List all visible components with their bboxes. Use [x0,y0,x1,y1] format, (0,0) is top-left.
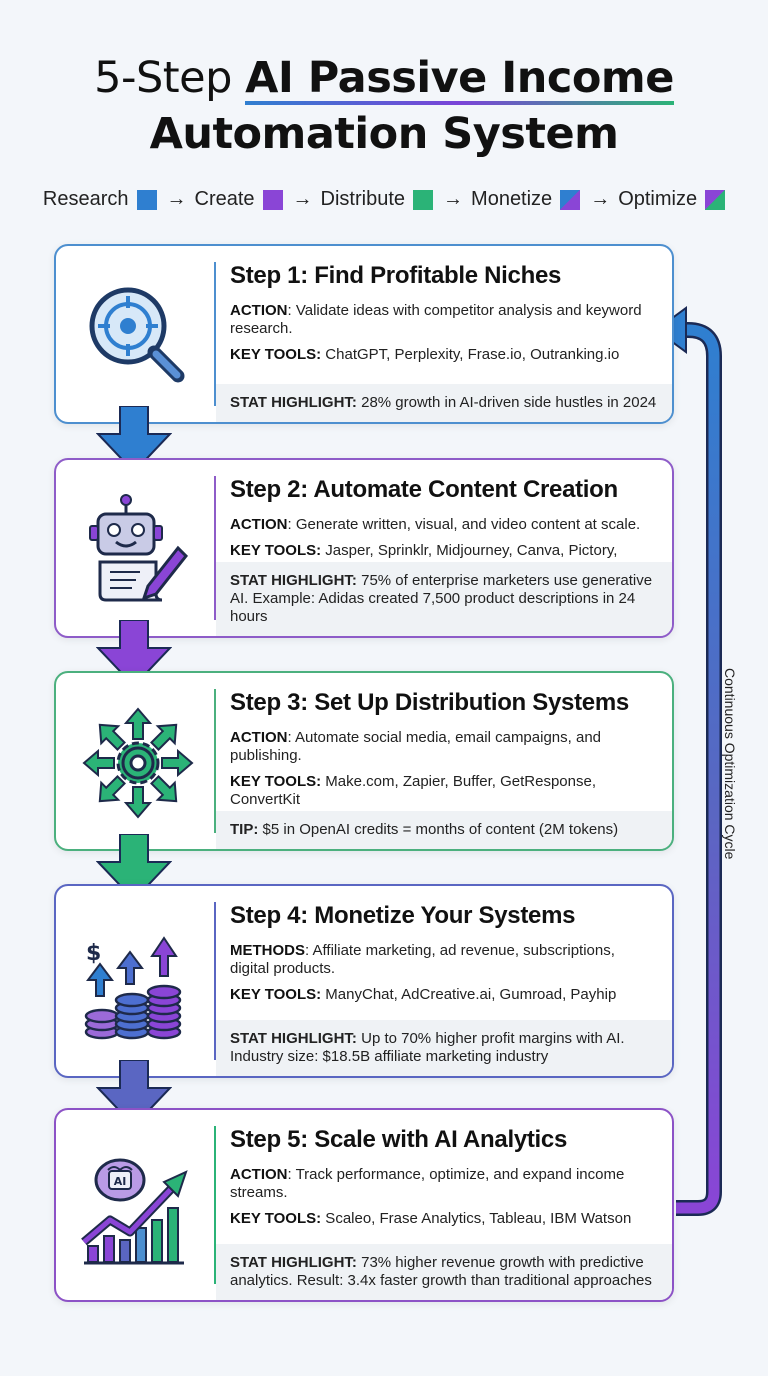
step-action: ACTION: Automate social media, email cam… [230,729,601,764]
down-arrow-1 [96,406,172,474]
step-action: ACTION: Track performance, optimize, and… [230,1166,625,1201]
card-divider [214,902,216,1060]
legend-monetize: Monetize [471,188,581,211]
legend-research: Research [43,188,157,211]
step-card-1: Step 1: Find Profitable Niches ACTION: V… [54,244,674,424]
cycle-label: Continuous Optimization Cycle [722,668,738,860]
step-stat-highlight: STAT HIGHLIGHT: Up to 70% higher profit … [216,1020,672,1076]
step-title: Step 3: Set Up Distribution Systems [230,689,629,716]
legend-distribute: Distribute [320,188,434,211]
down-arrow-2 [96,620,172,688]
legend-label: Monetize [471,188,553,210]
legend-swatch [262,189,283,210]
magnifier-target-icon [89,287,185,383]
step-card-5: AI Step 5: Scale with AI Analytics ACTIO… [54,1108,674,1302]
step-tools: KEY TOOLS: Make.com, Zapier, Buffer, Get… [230,773,596,808]
legend-swatch [413,189,434,210]
gear-distribution-icon [82,707,194,819]
legend-label: Research [42,188,129,210]
card-body: Step 1: Find Profitable Niches ACTION: V… [230,262,654,372]
down-arrow-4 [96,1060,172,1128]
ai-brain-growth-chart-icon: AI [81,1158,188,1265]
step-title: Step 1: Find Profitable Niches [230,262,562,289]
legend-swatch [560,189,581,210]
down-arrow-3 [96,834,172,902]
card-body: Step 3: Set Up Distribution Systems ACTI… [230,689,654,817]
step-title: Step 4: Monetize Your Systems [230,902,576,929]
legend-create: Create [195,188,283,211]
step-tools: KEY TOOLS: ManyChat, AdCreative.ai, Gumr… [230,986,617,1003]
process-legend: Research → Create → Distribute → Monetiz… [0,188,768,211]
step-card-3: Step 3: Set Up Distribution Systems ACTI… [54,671,674,851]
step-tools: KEY TOOLS: Scaleo, Frase Analytics, Tabl… [230,1210,632,1227]
robot-writer-icon [89,494,189,602]
step-action: ACTION: Generate written, visual, and vi… [230,516,641,533]
legend-arrow: → [292,188,313,210]
card-divider [214,262,216,406]
legend-optimize: Optimize [618,188,726,211]
title-line-1: 5-Step AI Passive Income [0,50,768,106]
ai-chip-label: AI [114,1175,127,1188]
coin-stacks-icon: $ [84,936,182,1040]
legend-arrow: → [166,188,187,210]
title-line-2: Automation System [149,109,619,159]
legend-swatch [705,189,726,210]
card-divider [214,1126,216,1284]
card-body: Step 2: Automate Content Creation ACTION… [230,476,654,586]
card-body: Step 4: Monetize Your Systems METHODS: A… [230,902,654,1012]
step-card-4: $ Step 4: Monetize Your Systems METHODS:… [54,884,674,1078]
step-card-2: Step 2: Automate Content Creation ACTION… [54,458,674,638]
legend-arrow: → [443,188,464,210]
step-action: ACTION: Validate ideas with competitor a… [230,302,642,337]
step-tools: KEY TOOLS: ChatGPT, Perplexity, Frase.io… [230,346,620,363]
legend-arrow: → [590,188,611,210]
step-stat-highlight: STAT HIGHLIGHT: 28% growth in AI-driven … [216,384,672,422]
legend-label: Distribute [320,188,406,210]
legend-label: Create [194,188,255,210]
page-title: 5-Step AI Passive Income Automation Syst… [0,50,768,162]
card-body: Step 5: Scale with AI Analytics ACTION: … [230,1126,654,1236]
step-stat-highlight: STAT HIGHLIGHT: 75% of enterprise market… [216,562,672,636]
title-highlight: AI Passive Income [245,53,674,105]
legend-label: Optimize [618,188,698,210]
step-methods: METHODS: Affiliate marketing, ad revenue… [230,942,615,977]
step-stat-highlight: STAT HIGHLIGHT: 73% higher revenue growt… [216,1244,672,1300]
title-plain: 5-Step [94,53,246,103]
card-divider [214,476,216,620]
legend-swatch [136,189,157,210]
dollar-sign: $ [86,941,101,966]
card-divider [214,689,216,833]
step-tip: TIP: $5 in OpenAI credits = months of co… [216,811,672,849]
step-title: Step 2: Automate Content Creation [230,476,618,503]
step-title: Step 5: Scale with AI Analytics [230,1126,568,1153]
